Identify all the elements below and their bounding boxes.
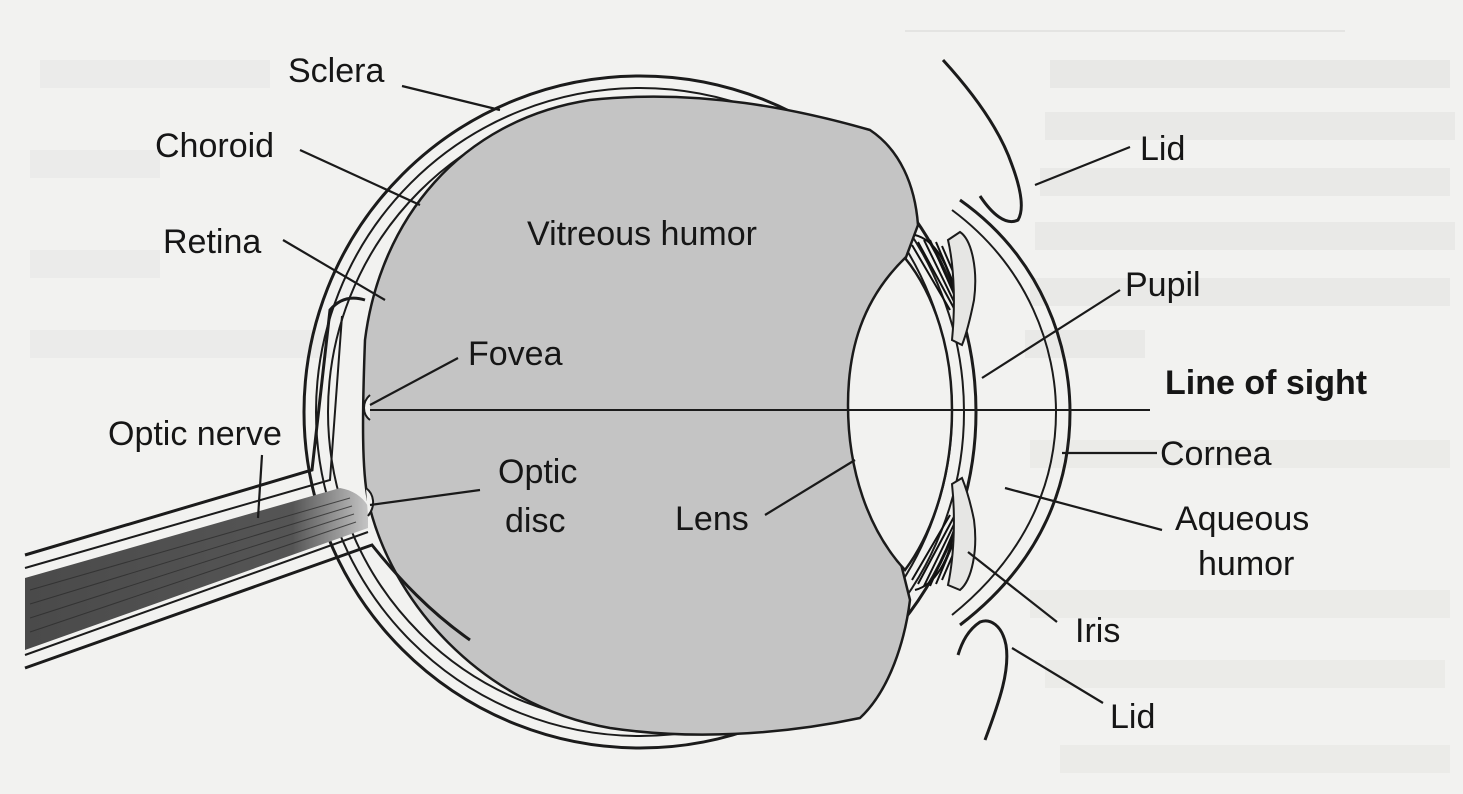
label-sclera: Sclera [288, 52, 384, 90]
label-lid-top: Lid [1140, 130, 1185, 168]
label-retina: Retina [163, 223, 261, 261]
upper-eyelid [943, 60, 1021, 222]
label-vitreous-humor: Vitreous humor [527, 215, 757, 253]
optic-nerve-bundle [25, 488, 368, 650]
lower-eyelid [958, 621, 1007, 740]
label-line-of-sight: Line of sight [1165, 364, 1367, 402]
label-aqueous-line2: humor [1198, 545, 1294, 583]
label-optic-disc-line2: disc [505, 502, 565, 540]
label-fovea: Fovea [468, 335, 563, 373]
label-cornea: Cornea [1160, 435, 1272, 473]
label-optic-disc-line1: Optic [498, 453, 577, 491]
label-optic-nerve: Optic nerve [108, 415, 282, 453]
label-pupil: Pupil [1125, 266, 1201, 304]
label-lens: Lens [675, 500, 749, 538]
label-aqueous-line1: Aqueous [1175, 500, 1309, 538]
label-choroid: Choroid [155, 127, 274, 165]
label-lid-bottom: Lid [1110, 698, 1155, 736]
vitreous-humor-region [363, 97, 918, 735]
label-iris: Iris [1075, 612, 1120, 650]
